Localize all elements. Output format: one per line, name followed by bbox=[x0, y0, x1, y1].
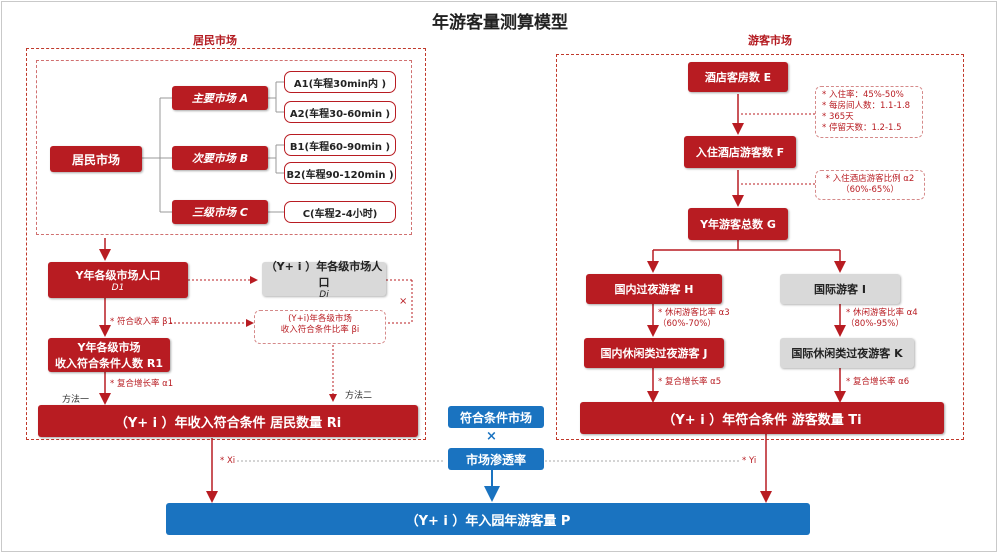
resident-market-root: 居民市场 bbox=[50, 146, 142, 172]
international-ratio-line1: * 休闲游客比率 α4 bbox=[846, 308, 918, 318]
ratio-note-line2: 收入符合条件比率 βi bbox=[280, 325, 360, 335]
tourist-section-frame bbox=[556, 54, 964, 440]
method-one-label: 方法一 bbox=[62, 395, 90, 405]
domestic-growth-label: * 复合增长率 α5 bbox=[658, 377, 722, 387]
domestic-ratio-line2: （60%-70%） bbox=[658, 319, 716, 329]
domestic-overnight-h: 国内过夜游客 H bbox=[586, 274, 722, 304]
market-a1: A1(车程30min内 ) bbox=[284, 71, 396, 93]
center-times-mark: × bbox=[486, 429, 497, 444]
hotel-ratio-line2: （60%-65%） bbox=[841, 185, 899, 195]
times-mark: × bbox=[399, 296, 408, 307]
hotel-assumptions-note: * 入住率：45%-50% * 每房间人数：1.1-1.8 * 365天 * 停… bbox=[815, 86, 923, 138]
international-leisure-k: 国际休闲类过夜游客 K bbox=[780, 338, 914, 368]
population-yi-symbol: Di bbox=[319, 290, 329, 300]
market-a2: A2(车程30-60min ) bbox=[284, 101, 396, 123]
market-b1: B1(车程60-90min ) bbox=[284, 134, 396, 156]
qualified-residents-y-line1: Y年各级市场 bbox=[77, 341, 141, 354]
international-ratio-line2: （80%-95%） bbox=[846, 319, 904, 329]
x-factor-label: * Xi bbox=[220, 456, 236, 466]
hotel-ratio-note: * 入住酒店游客比例 α2 （60%-65%） bbox=[815, 170, 925, 200]
hotel-ratio-line1: * 入住酒店游客比例 α2 bbox=[825, 174, 915, 184]
ratio-note-line1: (Y+i)年各级市场 bbox=[288, 314, 352, 324]
qualified-residents-result: （Y+ i ）年收入符合条件 居民数量 Ri bbox=[38, 405, 418, 437]
qualified-market-box: 符合条件市场 bbox=[448, 406, 544, 428]
primary-market-a: 主要市场 A bbox=[172, 86, 268, 110]
secondary-market-b: 次要市场 B bbox=[172, 146, 268, 170]
population-yi-title: （Y+ i ）年各级市场人口 bbox=[265, 260, 383, 289]
diagram-title: 年游客量测算模型 bbox=[432, 13, 568, 33]
hotel-note-stay: * 停留天数：1.2-1.5 bbox=[822, 123, 902, 133]
hotel-guests-f: 入住酒店游客数 F bbox=[684, 136, 796, 168]
international-growth-label: * 复合增长率 α6 bbox=[846, 377, 910, 387]
qualified-tourists-result: （Y+ i ）年符合条件 游客数量 Ti bbox=[580, 402, 944, 434]
hotel-rooms-e: 酒店客房数 E bbox=[688, 62, 788, 92]
population-y-box: Y年各级市场人口 D1 bbox=[48, 262, 188, 298]
qualified-residents-y-box: Y年各级市场 收入符合条件人数 R1 bbox=[48, 338, 170, 372]
domestic-leisure-j: 国内休闲类过夜游客 J bbox=[584, 338, 724, 368]
domestic-ratio-line1: * 休闲游客比率 α3 bbox=[658, 308, 730, 318]
resident-growth-label: * 复合增长率 α1 bbox=[110, 379, 174, 389]
hotel-note-days: * 365天 bbox=[822, 112, 854, 122]
hotel-note-people: * 每房间人数：1.1-1.8 bbox=[822, 101, 911, 111]
tourist-section-label: 游客市场 bbox=[748, 34, 792, 47]
market-b2: B2(车程90-120min ) bbox=[284, 162, 396, 184]
income-rate-label: * 符合收入率 β1 bbox=[110, 317, 173, 327]
method-two-label: 方法二 bbox=[345, 391, 373, 401]
hotel-note-occupancy: * 入住率：45%-50% bbox=[822, 90, 904, 100]
market-c: C(车程2-4小时) bbox=[284, 201, 396, 223]
market-tree-frame bbox=[36, 60, 412, 235]
ratio-note-box: (Y+i)年各级市场 收入符合条件比率 βi bbox=[254, 310, 386, 344]
final-annual-visitors-p: （Y+ i ）年入园年游客量 P bbox=[166, 503, 810, 535]
international-leisure-ratio: * 休闲游客比率 α4 （80%-95%） bbox=[846, 308, 918, 330]
population-y-title: Y年各级市场人口 bbox=[75, 269, 161, 282]
y-factor-label: * Yi bbox=[742, 456, 757, 466]
total-tourists-g: Y年游客总数 G bbox=[688, 208, 788, 240]
market-penetration-box: 市场渗透率 bbox=[448, 448, 544, 470]
resident-section-frame bbox=[26, 48, 426, 440]
population-yi-box: （Y+ i ）年各级市场人口 Di bbox=[262, 260, 386, 300]
resident-section-label: 居民市场 bbox=[193, 34, 237, 47]
population-y-symbol: D1 bbox=[111, 283, 125, 293]
qualified-residents-y-line2: 收入符合条件人数 R1 bbox=[55, 357, 163, 370]
domestic-leisure-ratio: * 休闲游客比率 α3 （60%-70%） bbox=[658, 308, 730, 330]
international-tourists-i: 国际游客 I bbox=[780, 274, 900, 304]
tertiary-market-c: 三级市场 C bbox=[172, 200, 268, 224]
